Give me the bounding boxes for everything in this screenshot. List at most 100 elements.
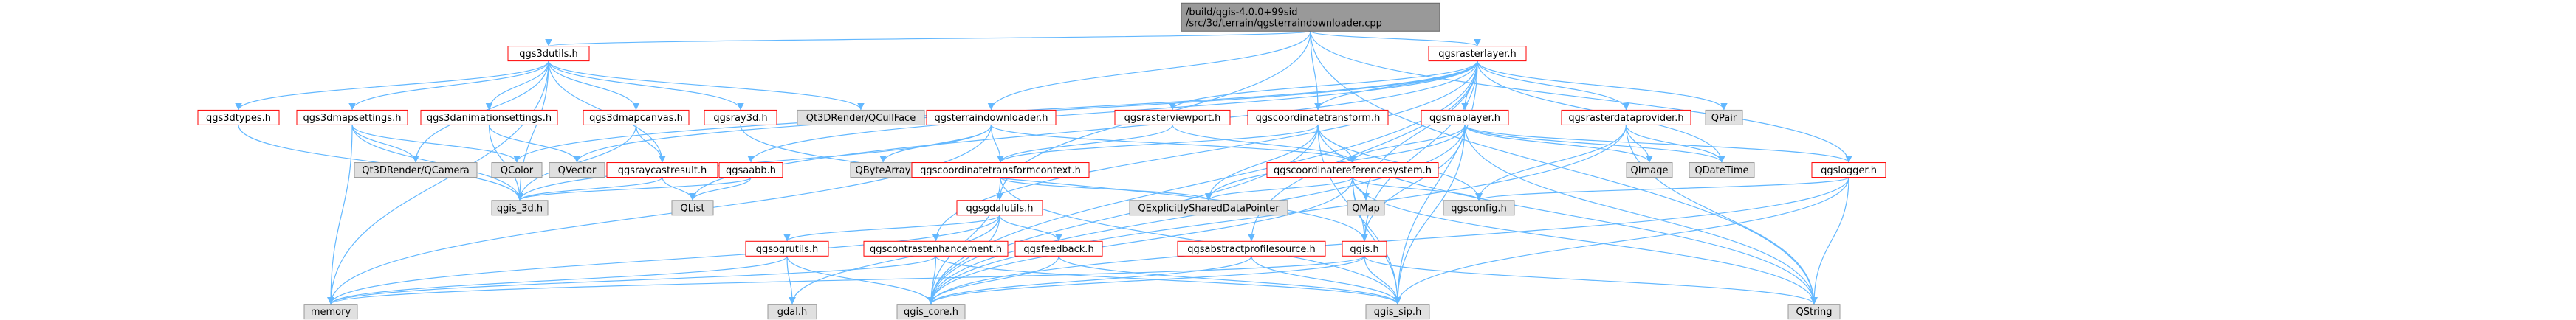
- node-box: [1428, 46, 1527, 62]
- edge-qgis-h-to-qgis-core-h: [927, 256, 1365, 305]
- node-gdal-h: gdal.h: [767, 304, 817, 320]
- node-qgsterraindownloader-h[interactable]: qgsterraindownloader.h: [926, 109, 1057, 125]
- edge-qgs3dutils-h-to-qgs-3d-h: [516, 60, 549, 201]
- node-qgscoordinatereferencesystem-h[interactable]: qgscoordinatereferencesystem.h: [1266, 162, 1439, 178]
- node-qgscoordinatetransformcontext-h[interactable]: qgscoordinatetransformcontext.h: [911, 162, 1090, 178]
- node-qgsaabb-h[interactable]: qgsaabb.h: [718, 162, 783, 178]
- node-qgs3dtypes-h[interactable]: qgs3dtypes.h: [197, 109, 280, 125]
- node-qgis-h[interactable]: qgis.h: [1342, 240, 1387, 257]
- edge-qgscoordinatetransform-h-to-qexplicitlyshareddatapointer: [1205, 125, 1319, 201]
- edge-qgs3dutils-h-to-qgsray3d-h: [548, 60, 744, 111]
- edge-qgsmaplayer-h-to-qimage: [1464, 125, 1653, 163]
- edge-qgsmaplayer-h-to-qgis-sip-h: [1394, 125, 1466, 305]
- node-box: [1421, 109, 1509, 125]
- edge-qgscoordinatetransform-h-to-qgscoordinatetransformcontext-h: [997, 124, 1319, 164]
- node-qgslogger-h[interactable]: qgslogger.h: [1811, 162, 1886, 178]
- node-label: Qt3DRender/QCullFace: [806, 113, 916, 124]
- node-box: [1689, 162, 1755, 178]
- edge-qgs3dmapsettings-h-to-qcolor: [351, 125, 521, 163]
- node-box: [911, 162, 1090, 178]
- edge-qgs3dutils-h-to-memory: [327, 60, 549, 305]
- node-label: qgscoordinatereferencesystem.h: [1274, 165, 1432, 176]
- node-qgsfeedback-h[interactable]: qgsfeedback.h: [1014, 240, 1103, 257]
- node-box: [797, 109, 925, 125]
- node-box: [1787, 304, 1841, 320]
- node-label: QExplicitlySharedDataPointer: [1138, 203, 1280, 214]
- node-label: QByteArray: [856, 165, 911, 176]
- node-label: qgscontrastenhancement.h: [870, 244, 1002, 255]
- node-qgis-sip-h: qgis_sip.h: [1365, 304, 1430, 320]
- node-label: qgs3dtypes.h: [206, 113, 271, 124]
- node-box: [1247, 109, 1389, 125]
- edge-qgscontrastenhancement-h-to-qgis-sip-h: [935, 256, 1401, 305]
- node-label: qgis_core.h: [904, 307, 958, 318]
- node-qgsmaplayer-h[interactable]: qgsmaplayer.h: [1421, 109, 1509, 125]
- node-label: qgslogger.h: [1821, 165, 1877, 176]
- node-qgs3dmapsettings-h[interactable]: qgs3dmapsettings.h: [296, 109, 408, 125]
- edge-qgscoordinatereferencesystem-h-to-qstring: [1352, 177, 1818, 305]
- edge-root-to-qgsrasterlayer-h: [1310, 30, 1481, 47]
- node-label: qgsray3d.h: [713, 113, 767, 124]
- edge-qgs3dmapsettings-h-to-memory: [327, 125, 353, 305]
- node-box: [1811, 162, 1886, 178]
- edge-qgsgdalutils-h-to-memory: [327, 215, 1000, 305]
- node-box: [926, 109, 1057, 125]
- node-label: QColor: [501, 165, 534, 176]
- node-qgsgdalutils-h[interactable]: qgsgdalutils.h: [956, 200, 1043, 216]
- node-qgsrasterviewport-h[interactable]: qgsrasterviewport.h: [1114, 109, 1231, 125]
- node-box: [718, 162, 783, 178]
- node-label: QDateTime: [1694, 165, 1748, 176]
- node-label: qgsfeedback.h: [1023, 244, 1093, 255]
- edge-qgsabstractprofilesource-h-to-qgis-core-h: [927, 256, 1252, 305]
- node-box: [296, 109, 408, 125]
- node-box: [491, 200, 549, 216]
- node-label: qgsrasterviewport.h: [1124, 113, 1221, 124]
- node-qgsraycastresult-h[interactable]: qgsraycastresult.h: [606, 162, 718, 178]
- edge-qgsrasterlayer-h-to-qgscoordinatetransform-h: [1314, 60, 1478, 111]
- node-qexplicitlyshareddatapointer: QExplicitlySharedDataPointer: [1129, 200, 1288, 216]
- node-label: Qt3DRender/QCamera: [362, 165, 470, 176]
- node-label: gdal.h: [777, 307, 807, 318]
- node-qgscoordinatetransform-h[interactable]: qgscoordinatetransform.h: [1247, 109, 1389, 125]
- edge-qgslogger-h-to-qgis-core-h: [927, 177, 1849, 305]
- edge-qgs3dutils-h-to-qt3dcullface: [548, 60, 865, 111]
- node-box: [303, 304, 358, 320]
- edge-qgsray3d-h-to-qgis-h: [740, 125, 1368, 242]
- node-qgscontrastenhancement-h[interactable]: qgscontrastenhancement.h: [863, 240, 1009, 257]
- node-qt3dcullface: Qt3DRender/QCullFace: [797, 109, 925, 125]
- edge-qgscoordinatereferencesystem-h-to-qgis-core-h: [927, 177, 1353, 305]
- node-qgsogrutils-h[interactable]: qgsogrutils.h: [745, 240, 829, 257]
- node-label: qgs3danimationsettings.h: [427, 113, 552, 124]
- edge-qgsterraindownloader-h-to-qgscoordinatereferencesystem-h: [990, 124, 1356, 164]
- node-qt3dcamera: Qt3DRender/QCamera: [354, 162, 478, 178]
- node-box: [549, 162, 605, 178]
- edge-qgsgdalutils-h-to-qgis-core-h: [927, 215, 1000, 305]
- edge-qgsterraindownloader-h-to-qbytearray: [879, 125, 992, 163]
- node-qgsrasterlayer-h[interactable]: qgsrasterlayer.h: [1428, 46, 1527, 62]
- edge-qgsrasterlayer-h-to-qlist: [689, 60, 1478, 201]
- node-box: [745, 240, 829, 257]
- node-label: qgsrasterlayer.h: [1438, 49, 1517, 60]
- edge-qgscoordinatetransform-h-to-qstring: [1317, 125, 1818, 305]
- node-box: [1561, 109, 1691, 125]
- edge-qgslogger-h-to-qstring: [1810, 177, 1849, 305]
- node-label: qgs3dutils.h: [519, 49, 578, 60]
- node-qgsrasterdataprovider-h[interactable]: qgsrasterdataprovider.h: [1561, 109, 1691, 125]
- node-label: qgsabstractprofilesource.h: [1187, 244, 1316, 255]
- node-qgs3dutils-h[interactable]: qgs3dutils.h: [507, 46, 590, 62]
- node-root[interactable]: /build/qgis-4.0.0+99sid/src/3d/terrain/q…: [1181, 2, 1440, 32]
- node-qgs3danimationsettings-h[interactable]: qgs3danimationsettings.h: [420, 109, 558, 125]
- node-qgsray3d-h[interactable]: qgsray3d.h: [704, 109, 777, 125]
- edge-qgis-h-to-qgis-sip-h: [1364, 256, 1401, 305]
- edge-qgsmaplayer-h-to-qgis-h: [1361, 125, 1466, 242]
- edge-qgsgdalutils-h-to-qgsfeedback-h: [999, 215, 1062, 242]
- node-label: qgis.h: [1350, 244, 1378, 255]
- node-qgsabstractprofilesource-h[interactable]: qgsabstractprofilesource.h: [1177, 240, 1326, 257]
- node-label: QString: [1796, 307, 1832, 318]
- node-qgs3dmapcanvas-h[interactable]: qgs3dmapcanvas.h: [583, 109, 690, 125]
- node-box: [420, 109, 558, 125]
- edge-qgscontrastenhancement-h-to-memory: [327, 255, 937, 305]
- node-box: [767, 304, 817, 320]
- node-box: [507, 46, 590, 62]
